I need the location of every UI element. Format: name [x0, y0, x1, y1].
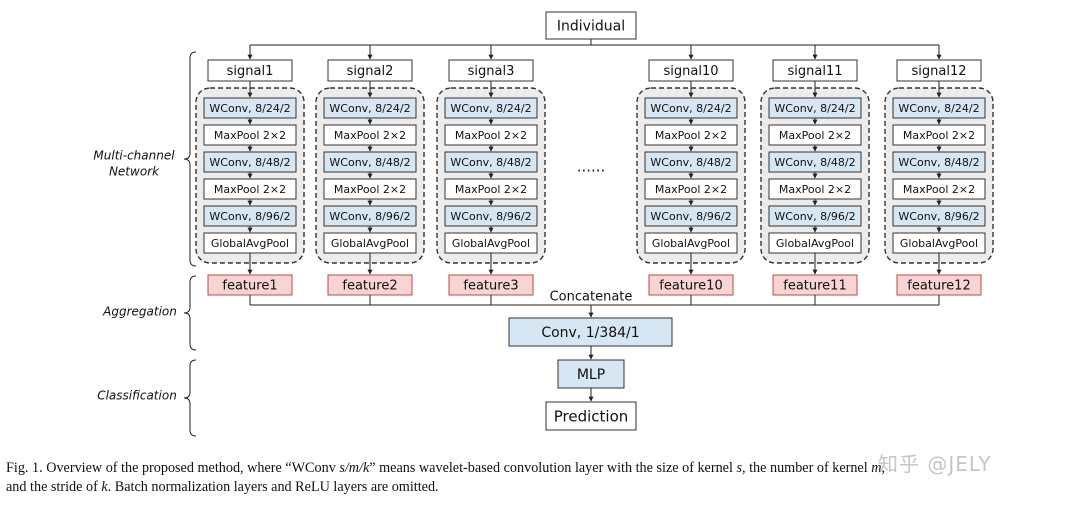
layer-label: WConv, 8/96/2: [329, 210, 410, 223]
layer-label: WConv, 8/24/2: [898, 102, 979, 115]
layer-label: GlobalAvgPool: [452, 237, 530, 250]
layer-label: WConv, 8/96/2: [450, 210, 531, 223]
watermark-logo: 知乎 @JELY: [878, 452, 992, 476]
layer-label: WConv, 8/24/2: [209, 102, 290, 115]
layer-label: MaxPool 2×2: [214, 183, 286, 196]
layer-label: WConv, 8/24/2: [650, 102, 731, 115]
layer-label: GlobalAvgPool: [900, 237, 978, 250]
feature-label: feature10: [659, 279, 722, 294]
layer-label: MaxPool 2×2: [903, 183, 975, 196]
layer-label: WConv, 8/96/2: [774, 210, 855, 223]
signal-label: signal3: [468, 64, 515, 79]
feature-label: feature11: [783, 279, 846, 294]
feature-label: feature12: [907, 279, 970, 294]
mlp-label: MLP: [577, 367, 605, 383]
layer-label: WConv, 8/48/2: [209, 156, 290, 169]
layer-label: GlobalAvgPool: [652, 237, 730, 250]
layer-label: WConv, 8/96/2: [209, 210, 290, 223]
layer-label: MaxPool 2×2: [655, 129, 727, 142]
individual-label: Individual: [557, 19, 625, 35]
layer-label: WConv, 8/48/2: [774, 156, 855, 169]
layer-label: WConv, 8/96/2: [650, 210, 731, 223]
signal-label: signal12: [912, 64, 967, 79]
section-label-network: Network: [109, 165, 160, 179]
layer-label: MaxPool 2×2: [455, 129, 527, 142]
signal-label: signal10: [664, 64, 719, 79]
signal-label: signal2: [347, 64, 394, 79]
layer-label: MaxPool 2×2: [655, 183, 727, 196]
layer-label: MaxPool 2×2: [779, 183, 851, 196]
classification-brace: [183, 359, 197, 437]
layer-label: MaxPool 2×2: [779, 129, 851, 142]
layer-label: WConv, 8/96/2: [898, 210, 979, 223]
layer-label: MaxPool 2×2: [903, 129, 975, 142]
layer-label: WConv, 8/48/2: [650, 156, 731, 169]
conv-label: Conv, 1/384/1: [541, 325, 639, 341]
layer-label: WConv, 8/24/2: [774, 102, 855, 115]
layer-label: WConv, 8/48/2: [329, 156, 410, 169]
signal-label: signal11: [788, 64, 843, 79]
layer-label: GlobalAvgPool: [211, 237, 289, 250]
prediction-label: Prediction: [554, 408, 629, 426]
section-label-aggregation: Aggregation: [102, 305, 177, 319]
layer-label: MaxPool 2×2: [455, 183, 527, 196]
section-label-classification: Classification: [97, 389, 177, 403]
signal-label: signal1: [227, 64, 274, 79]
layer-label: MaxPool 2×2: [334, 129, 406, 142]
layer-label: WConv, 8/48/2: [450, 156, 531, 169]
mlp-box: [557, 359, 625, 389]
layer-label: WConv, 8/48/2: [898, 156, 979, 169]
figure-caption: Fig. 1. Overview of the proposed method,…: [6, 460, 886, 495]
conv-box: [508, 317, 673, 347]
layer-label: WConv, 8/24/2: [329, 102, 410, 115]
ellipsis-text: ......: [577, 158, 606, 176]
feature-label: feature2: [342, 279, 397, 294]
feature-label: feature1: [222, 279, 277, 294]
concatenate-label: Concatenate: [550, 290, 633, 305]
prediction-box: [545, 401, 637, 431]
layer-label: WConv, 8/24/2: [450, 102, 531, 115]
feature-label: feature3: [463, 279, 518, 294]
layer-label: GlobalAvgPool: [331, 237, 409, 250]
multichannel-brace: [183, 51, 197, 267]
layer-label: MaxPool 2×2: [214, 129, 286, 142]
layer-label: MaxPool 2×2: [334, 183, 406, 196]
individual-box: [545, 11, 637, 40]
section-label-multichannel: Multi-channel: [93, 149, 175, 163]
layer-label: GlobalAvgPool: [776, 237, 854, 250]
aggregation-brace: [183, 275, 197, 351]
